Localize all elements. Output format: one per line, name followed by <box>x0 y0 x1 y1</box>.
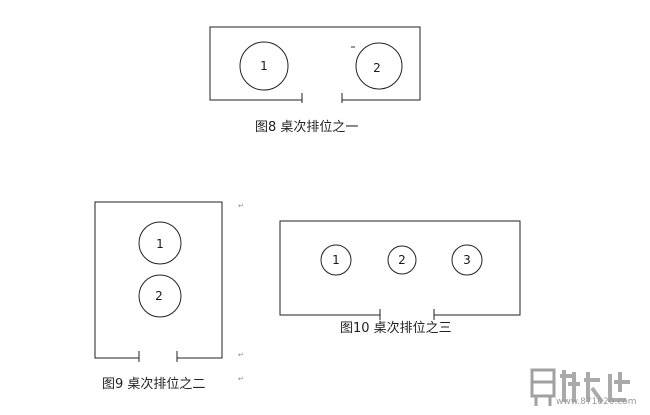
figure-10-table-3: 3 <box>451 244 483 276</box>
figure-10-table-1-number: 1 <box>332 253 340 267</box>
figure-8-table-1: 1 <box>239 41 289 91</box>
figure-9-table-2: 2 <box>138 274 182 318</box>
figure-10-table-2: 2 <box>387 245 417 275</box>
paragraph-mark: ↵ <box>238 202 244 210</box>
watermark-url: www.871020.com <box>556 397 637 407</box>
figure-10-room <box>279 220 521 320</box>
figure-9-room <box>94 201 223 362</box>
figure-10-table-3-number: 3 <box>463 253 471 267</box>
paragraph-mark: ↵ <box>238 375 244 383</box>
figure-9-table-1: 1 <box>138 221 182 265</box>
figure-9-table-2-number: 2 <box>155 289 163 303</box>
figure-8-table-2: 2 <box>355 42 403 90</box>
figure-10-table-2-number: 2 <box>398 253 406 267</box>
figure-10-caption: 图10 桌次排位之三 <box>340 321 452 336</box>
figure-8-table-2-number: 2 <box>373 61 381 75</box>
figure-10-table-1: 1 <box>320 244 352 276</box>
paragraph-mark: ↵ <box>238 351 244 359</box>
figure-9-table-1-number: 1 <box>156 237 164 251</box>
figure-8-table-1-number: 1 <box>260 59 268 73</box>
figure-9-caption: 图9 桌次排位之二 <box>102 377 206 392</box>
watermark-logo <box>530 368 630 406</box>
figure-8-room <box>209 26 421 103</box>
figure-8-caption: 图8 桌次排位之一 <box>255 120 359 135</box>
